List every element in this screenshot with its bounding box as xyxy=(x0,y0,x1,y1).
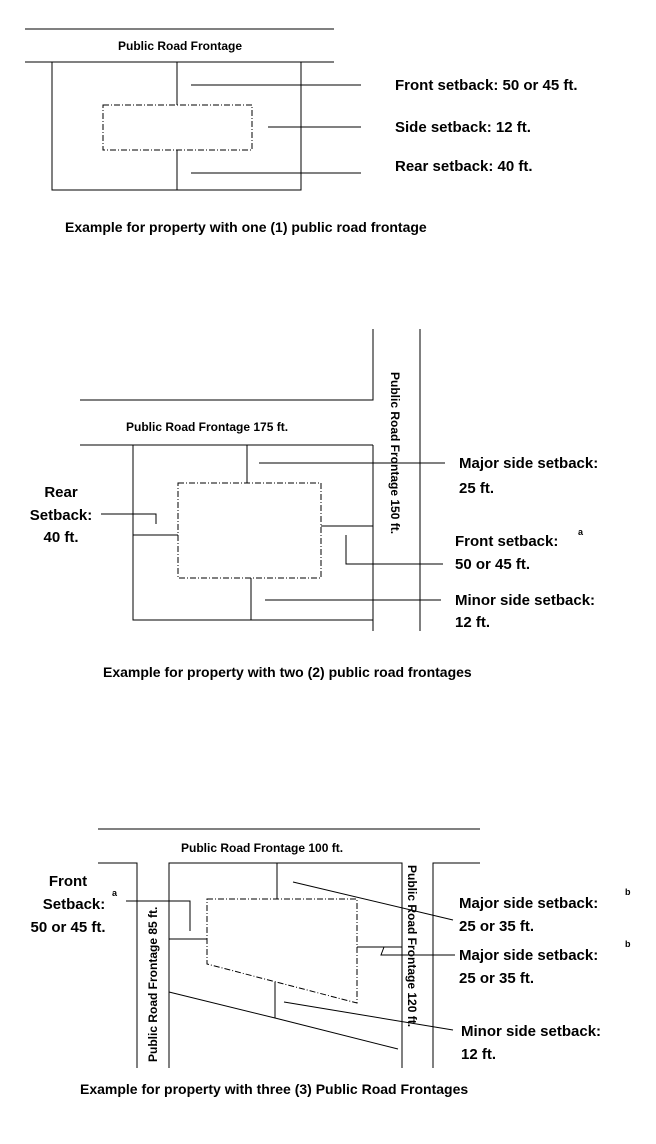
caption: Example for property with two (2) public… xyxy=(103,664,472,680)
road-top-label: Public Road Frontage 175 ft. xyxy=(126,420,288,434)
diagram-one-frontage: Public Road Frontage Front setback: 50 o… xyxy=(25,28,578,235)
front-setback-value: 50 or 45 ft. xyxy=(30,919,105,936)
major-side-label: Major side setback: xyxy=(459,895,598,912)
road-right-label: Public Road Frontage 120 ft. xyxy=(405,865,419,1027)
minor-side-value: 12 ft. xyxy=(455,614,490,631)
leader-line xyxy=(292,881,454,921)
footnote-marker: b xyxy=(625,887,631,897)
diagram-two-frontages: Public Road Frontage 175 ft. Public Road… xyxy=(30,329,598,680)
road-edge-line xyxy=(80,329,374,401)
road-edge-line xyxy=(432,862,480,1068)
front-setback-label: Setback: xyxy=(43,896,106,913)
footnote-marker: a xyxy=(112,888,118,898)
building-envelope xyxy=(177,482,322,579)
leader-line xyxy=(380,946,455,956)
property-boundary xyxy=(132,445,373,621)
rear-setback-label: Rear setback: 40 ft. xyxy=(395,158,533,175)
front-setback-label: Front setback: 50 or 45 ft. xyxy=(395,77,578,94)
road-left-label: Public Road Frontage 85 ft. xyxy=(146,907,160,1062)
front-setback-label: Front setback: xyxy=(455,533,558,550)
caption: Example for property with one (1) public… xyxy=(65,219,427,235)
leader-line xyxy=(345,535,443,565)
road-top-label: Public Road Frontage 100 ft. xyxy=(181,841,343,855)
major-side-value: 25 or 35 ft. xyxy=(459,918,534,935)
rear-label: Rear xyxy=(44,484,78,501)
diagram-three-frontages: Public Road Frontage 100 ft. Public Road… xyxy=(30,828,631,1097)
property-boundary xyxy=(168,862,403,1068)
rear-label: Setback: xyxy=(30,507,93,524)
caption: Example for property with three (3) Publ… xyxy=(80,1081,468,1097)
leader-line xyxy=(168,991,399,1050)
minor-side-label: Minor side setback: xyxy=(455,592,595,609)
major-side-label: Major side setback: xyxy=(459,947,598,964)
minor-side-label: Minor side setback: xyxy=(461,1023,601,1040)
building-envelope xyxy=(206,898,358,1004)
footnote-marker: a xyxy=(578,527,584,537)
front-setback-label: Front xyxy=(49,873,87,890)
major-side-value: 25 ft. xyxy=(459,480,494,497)
major-side-value: 25 or 35 ft. xyxy=(459,970,534,987)
leader-line xyxy=(283,1001,454,1031)
minor-side-value: 12 ft. xyxy=(461,1046,496,1063)
road-edge-line xyxy=(98,862,138,1068)
leader-line xyxy=(101,513,157,524)
major-side-label: Major side setback: xyxy=(459,455,598,472)
leader-line xyxy=(126,900,191,931)
building-envelope xyxy=(102,104,253,151)
side-setback-label: Side setback: 12 ft. xyxy=(395,119,531,136)
road-right-label: Public Road Frontage 150 ft. xyxy=(388,372,402,534)
rear-value: 40 ft. xyxy=(43,529,78,546)
footnote-marker: b xyxy=(625,939,631,949)
road-label: Public Road Frontage xyxy=(118,39,242,53)
front-setback-value: 50 or 45 ft. xyxy=(455,556,530,573)
